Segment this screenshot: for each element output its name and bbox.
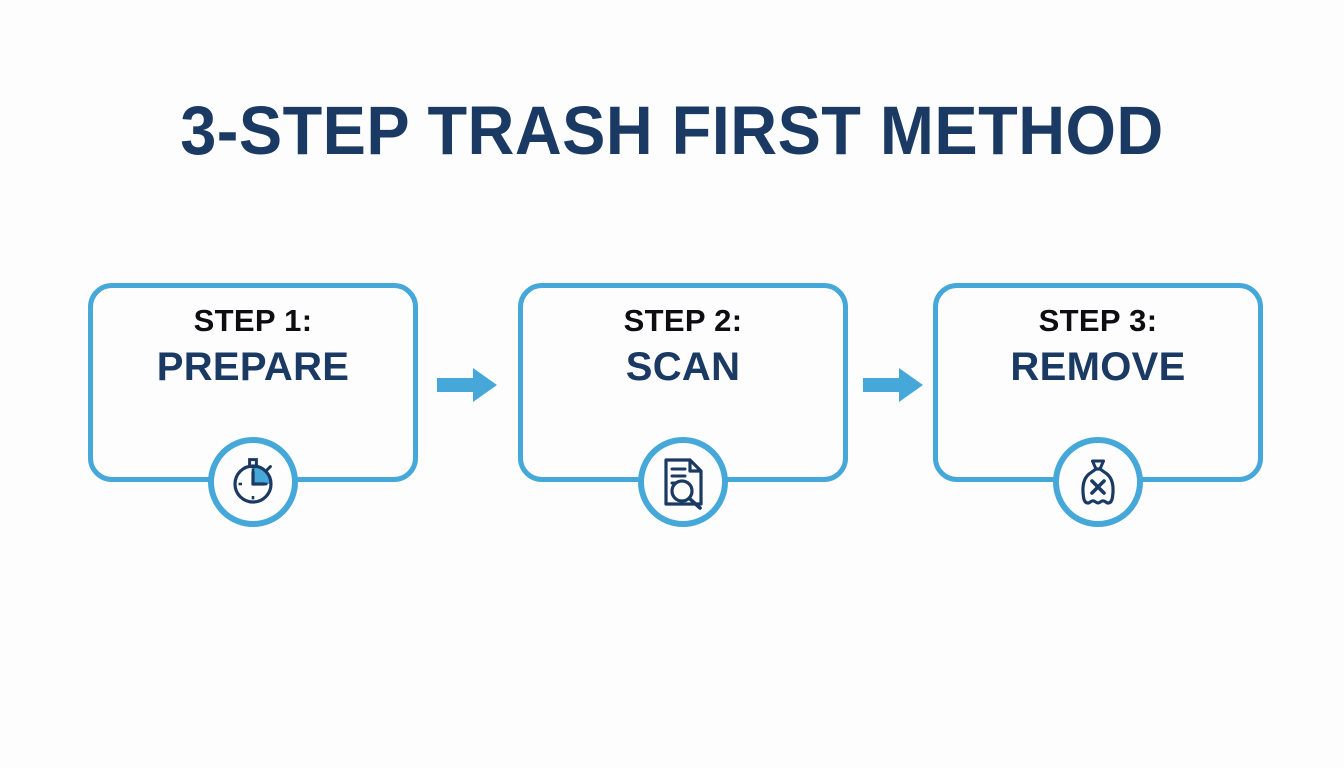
step-icon-medallion [638, 437, 728, 527]
step-title: PREPARE [156, 345, 350, 389]
document-search-icon [654, 453, 712, 511]
step-title: REMOVE [1010, 345, 1186, 389]
step-card-labels: STEP 3: REMOVE [933, 305, 1263, 387]
step-card-labels: STEP 1: PREPARE [88, 305, 418, 387]
step-card-3[interactable]: STEP 3: REMOVE [933, 283, 1263, 527]
trash-bag-x-icon [1069, 453, 1127, 511]
step-flow: STEP 1: PREPARE [0, 283, 1344, 533]
step-icon-medallion [1053, 437, 1143, 527]
step-title: SCAN [625, 345, 741, 389]
step-card-2[interactable]: STEP 2: SCAN [518, 283, 848, 527]
arrow-right-icon [437, 366, 499, 404]
arrow-right-icon [863, 366, 925, 404]
stopwatch-icon [224, 453, 282, 511]
step-card-1[interactable]: STEP 1: PREPARE [88, 283, 418, 527]
step-kicker: STEP 2: [623, 303, 743, 338]
step-kicker: STEP 3: [1038, 303, 1158, 338]
page-title: 3-STEP TRASH FIRST METHOD [180, 92, 1164, 169]
step-card-labels: STEP 2: SCAN [518, 305, 848, 387]
connector-arrow-2 [863, 366, 925, 404]
step-kicker: STEP 1: [193, 303, 313, 338]
connector-arrow-1 [437, 366, 499, 404]
step-icon-medallion [208, 437, 298, 527]
